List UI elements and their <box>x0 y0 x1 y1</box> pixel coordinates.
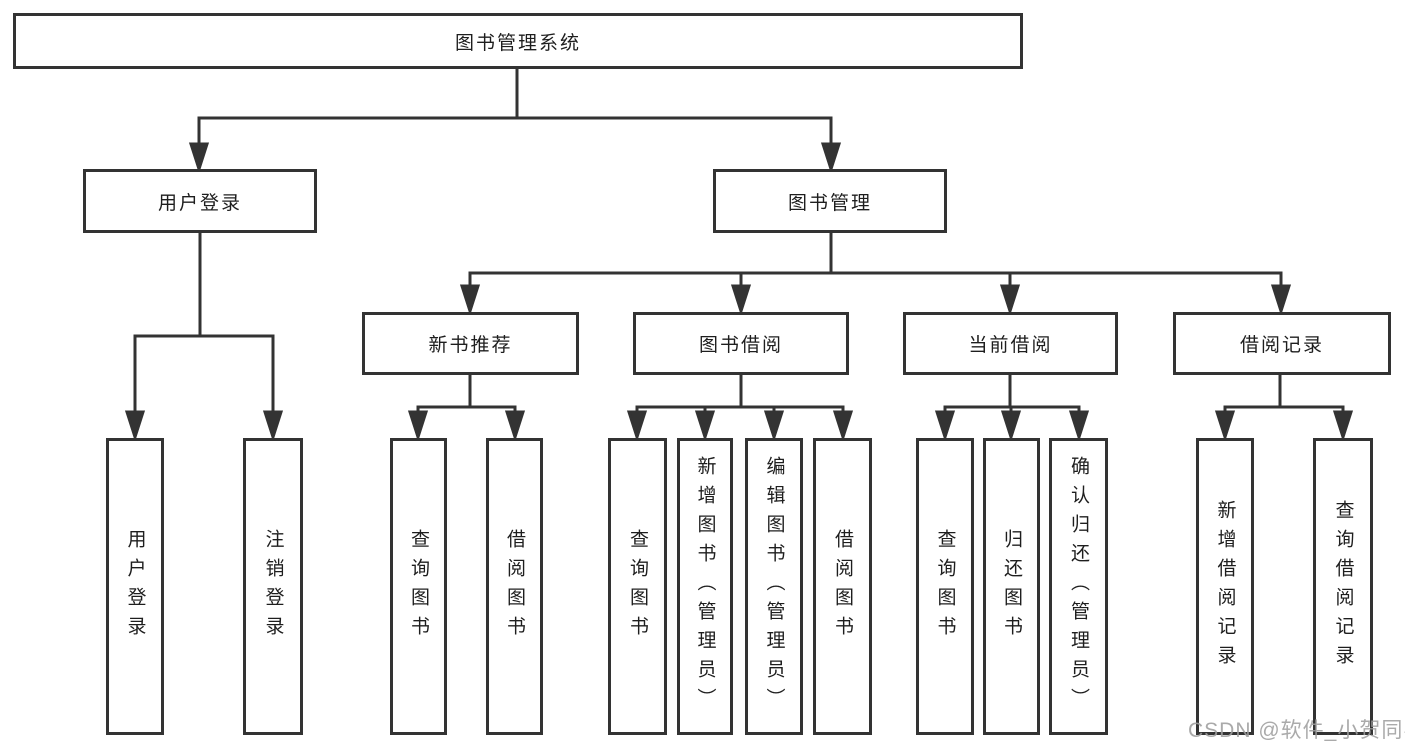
arrowhead <box>262 410 284 442</box>
arrowhead <box>407 410 429 442</box>
leaf-borrow-books-2-label: 借阅图书 <box>832 528 853 645</box>
arrowhead <box>1332 410 1354 442</box>
watermark-text: CSDN @软件_小贺同学 <box>1188 719 1405 742</box>
node-current-borrow: 当前借阅 <box>903 312 1118 375</box>
leaf-confirm-return-admin-label: 确认归还（管理员） <box>1068 456 1089 717</box>
leaf-add-borrow-record-label: 新增借阅记录 <box>1214 499 1236 674</box>
leaf-query-books-2: 查询图书 <box>608 438 667 735</box>
leaf-logout-label: 注销登录 <box>262 528 284 645</box>
leaf-confirm-return-admin: 确认归还（管理员） <box>1049 438 1108 735</box>
leaf-query-borrow-record-label: 查询借阅记录 <box>1332 499 1354 674</box>
arrowhead <box>459 284 481 316</box>
leaf-edit-book-admin: 编辑图书（管理员） <box>745 438 803 735</box>
node-borrow-records: 借阅记录 <box>1173 312 1391 375</box>
arrowhead <box>1270 284 1292 316</box>
leaf-add-book-admin-label: 新增图书（管理员） <box>694 456 716 717</box>
arrowhead <box>1068 410 1090 442</box>
leaf-borrow-books-1: 借阅图书 <box>486 438 543 735</box>
node-user-login: 用户登录 <box>83 169 317 233</box>
arrowhead <box>188 142 210 174</box>
arrowhead <box>124 410 146 442</box>
leaf-logout: 注销登录 <box>243 438 303 735</box>
leaf-add-borrow-record: 新增借阅记录 <box>1196 438 1254 735</box>
leaf-user-login: 用户登录 <box>106 438 164 735</box>
arrowhead <box>832 410 854 442</box>
arrowhead <box>820 142 842 174</box>
arrowhead <box>504 410 526 442</box>
leaf-return-books-label: 归还图书 <box>1001 528 1022 645</box>
node-root: 图书管理系统 <box>13 13 1023 69</box>
arrowhead <box>730 284 752 316</box>
node-new-book-rec: 新书推荐 <box>362 312 579 375</box>
arrowhead <box>763 410 785 442</box>
leaf-borrow-books-1-label: 借阅图书 <box>504 528 525 645</box>
leaf-query-books-1-label: 查询图书 <box>408 528 429 645</box>
arrowhead <box>626 410 648 442</box>
leaf-user-login-label: 用户登录 <box>124 528 146 645</box>
arrowhead <box>1000 410 1022 442</box>
leaf-borrow-books-2: 借阅图书 <box>813 438 872 735</box>
leaf-edit-book-admin-label: 编辑图书（管理员） <box>763 456 785 717</box>
leaf-query-borrow-record: 查询借阅记录 <box>1313 438 1373 735</box>
node-book-mgmt: 图书管理 <box>713 169 947 233</box>
leaf-query-books-1: 查询图书 <box>390 438 447 735</box>
arrowhead <box>999 284 1021 316</box>
node-book-borrow: 图书借阅 <box>633 312 849 375</box>
arrowhead <box>694 410 716 442</box>
arrowhead <box>1214 410 1236 442</box>
leaf-return-books: 归还图书 <box>983 438 1040 735</box>
leaf-query-books-2-label: 查询图书 <box>627 528 648 645</box>
arrowhead <box>934 410 956 442</box>
leaf-add-book-admin: 新增图书（管理员） <box>677 438 733 735</box>
leaf-query-books-3-label: 查询图书 <box>934 528 956 645</box>
leaf-query-books-3: 查询图书 <box>916 438 974 735</box>
